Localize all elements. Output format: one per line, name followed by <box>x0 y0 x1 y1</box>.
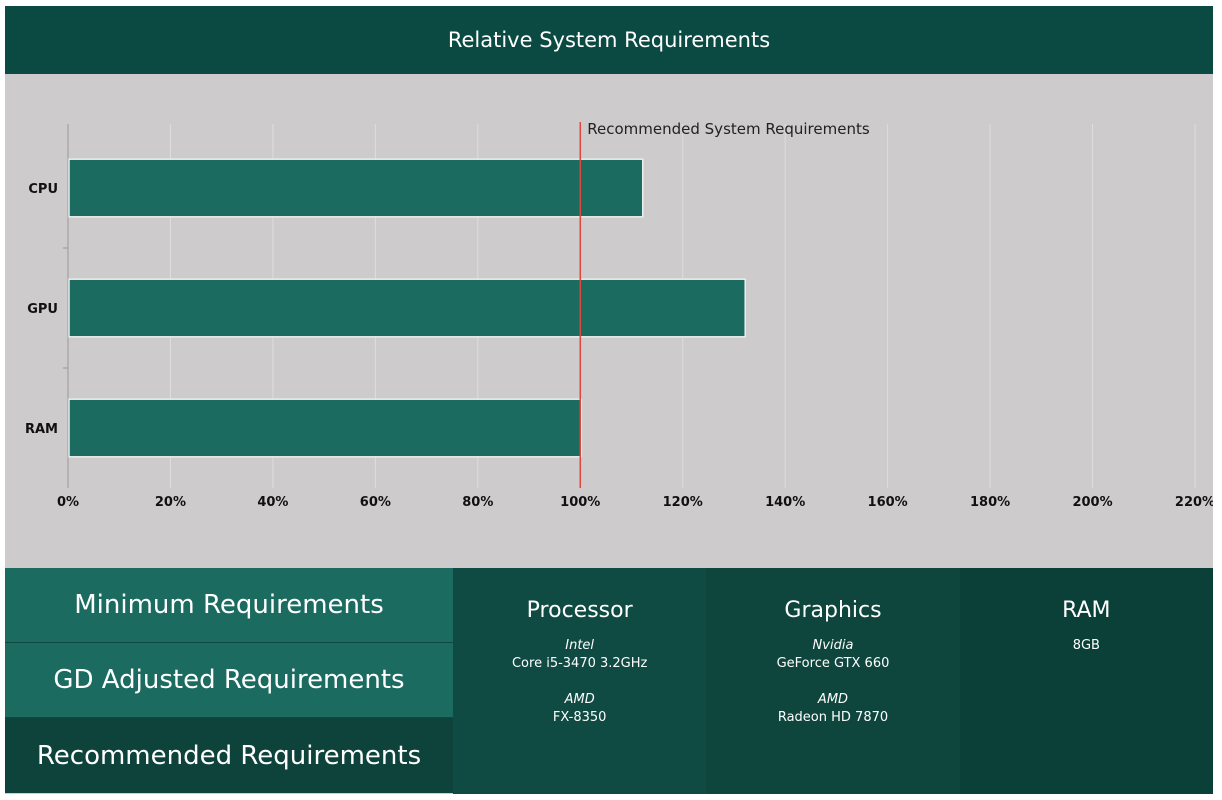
ram-title: RAM <box>1062 598 1111 623</box>
reference-line-label: Recommended System Requirements <box>587 120 870 138</box>
tab-label: Recommended Requirements <box>36 740 422 771</box>
x-tick-label: 120% <box>663 495 703 510</box>
graphics-vendor-nvidia: Nvidia <box>812 638 854 653</box>
graphics-title: Graphics <box>784 598 882 623</box>
processor-column: Processor Intel Core i5-3470 3.2GHz AMD … <box>453 568 707 794</box>
processor-title: Processor <box>526 598 633 623</box>
x-tick-label: 80% <box>462 495 493 510</box>
y-category-label: CPU <box>28 182 58 197</box>
processor-model-amd: FX-8350 <box>552 710 607 725</box>
requirements-panel: Minimum Requirements GD Adjusted Require… <box>5 568 1213 794</box>
x-tick-label: 180% <box>970 495 1010 510</box>
relative-requirements-chart: 0% 20% 40% 60% 80% 100% 120% 140% 160% 180% 200% 22… <box>25 120 1213 510</box>
graphics-model-amd: Radeon HD 7870 <box>777 710 889 725</box>
x-tick-label: 0% <box>57 495 79 510</box>
x-tick-label: 40% <box>257 495 288 510</box>
y-category-label: GPU <box>27 302 58 317</box>
bar-ram <box>68 398 583 458</box>
x-tick-label: 100% <box>560 495 600 510</box>
requirements-widget: Relative System Requirements 0% 20% 40% 60%… <box>5 6 1213 794</box>
x-tick-label: 160% <box>868 495 908 510</box>
processor-vendor-intel: Intel <box>565 638 595 653</box>
tab-label: GD Adjusted Requirements <box>53 665 405 695</box>
x-tick-label: 220% <box>1175 495 1213 510</box>
bar-cpu <box>68 158 644 218</box>
tab-label: Minimum Requirements <box>74 590 384 620</box>
chart-axes <box>63 124 69 488</box>
x-tick-label: 60% <box>360 495 391 510</box>
graphics-model-nvidia: GeForce GTX 660 <box>776 656 890 671</box>
requirement-tabs: Minimum Requirements GD Adjusted Require… <box>5 568 453 794</box>
chart-labels: 0% 20% 40% 60% 80% 100% 120% 140% 160% 180% 200% 22… <box>25 120 1213 510</box>
tab-gd-adjusted-requirements[interactable]: GD Adjusted Requirements <box>5 643 453 718</box>
x-tick-label: 200% <box>1072 495 1112 510</box>
tab-recommended-requirements[interactable]: Recommended Requirements <box>5 718 453 793</box>
ram-value: 8GB <box>1072 638 1100 653</box>
widget-title: Relative System Requirements <box>447 28 771 52</box>
spec-columns: Processor Intel Core i5-3470 3.2GHz AMD … <box>453 568 1213 794</box>
ram-column: RAM 8GB <box>959 568 1213 794</box>
x-tick-label: 20% <box>155 495 186 510</box>
graphics-vendor-amd: AMD <box>817 692 849 707</box>
bar-gpu <box>68 278 746 338</box>
processor-model-intel: Core i5-3470 3.2GHz <box>511 656 648 671</box>
x-tick-label: 140% <box>765 495 805 510</box>
processor-vendor-amd: AMD <box>564 692 595 707</box>
widget-header: Relative System Requirements <box>5 6 1213 74</box>
chart-bars <box>68 158 746 458</box>
graphics-column: Graphics Nvidia GeForce GTX 660 AMD Rade… <box>706 568 960 794</box>
y-category-label: RAM <box>25 422 58 437</box>
tab-minimum-requirements[interactable]: Minimum Requirements <box>5 568 453 643</box>
